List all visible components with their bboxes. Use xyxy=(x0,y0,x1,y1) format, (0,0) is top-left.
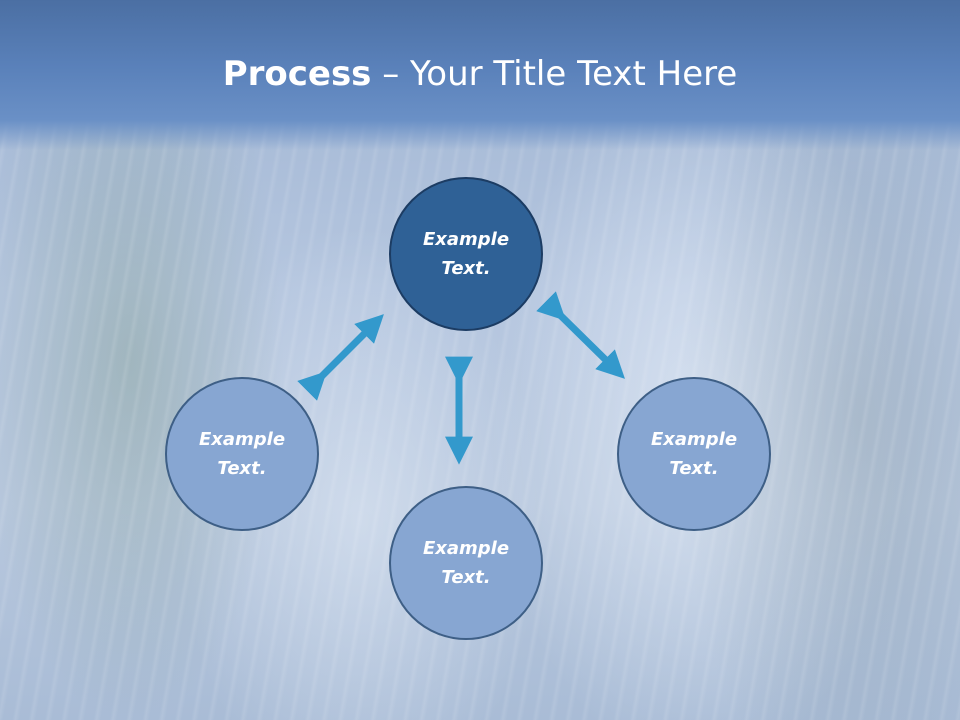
node-right-label: Example Text. xyxy=(650,429,738,479)
arrow-left-top xyxy=(297,314,384,401)
title-rest: – Your Title Text Here xyxy=(371,54,738,94)
arrow-right-top xyxy=(536,291,625,379)
node-left-label: Example Text. xyxy=(198,429,286,479)
node-right: Example Text. xyxy=(617,377,771,531)
node-left: Example Text. xyxy=(165,377,319,531)
node-top: Example Text. xyxy=(389,177,543,331)
node-bottom: Example Text. xyxy=(389,486,543,640)
title-band xyxy=(0,0,960,150)
node-bottom-label: Example Text. xyxy=(422,538,510,588)
title-bold: Process xyxy=(222,54,372,94)
slide-title: Process – Your Title Text Here xyxy=(0,52,960,96)
node-top-label: Example Text. xyxy=(422,229,510,279)
